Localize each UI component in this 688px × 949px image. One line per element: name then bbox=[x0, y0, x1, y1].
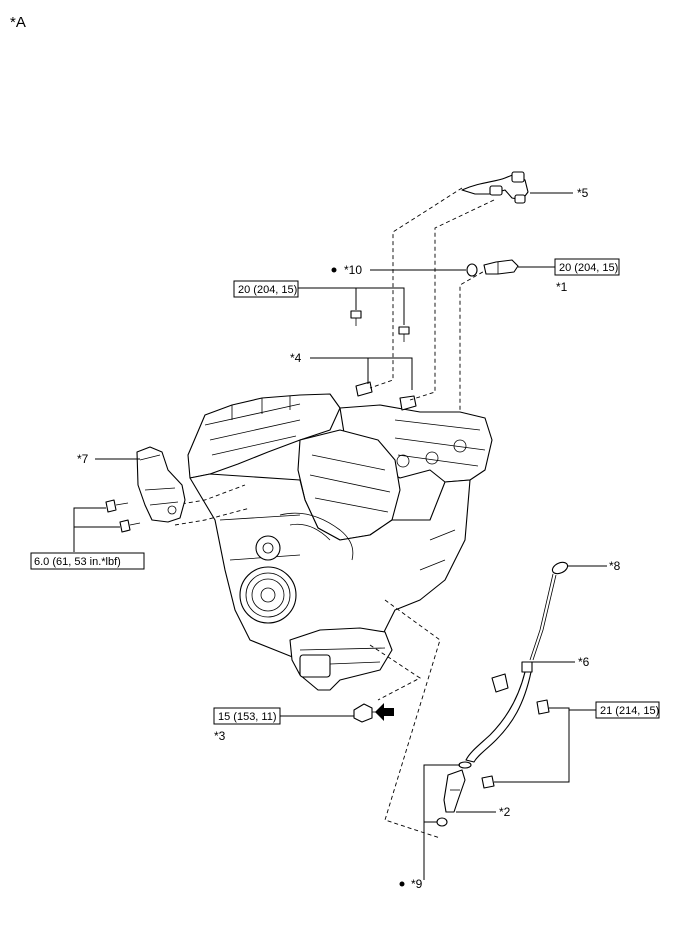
arrow-left-icon bbox=[375, 703, 394, 721]
torque-box-guide bbox=[595, 701, 660, 719]
guide-tube-part bbox=[465, 661, 533, 763]
dipstick-part bbox=[529, 561, 569, 661]
leader-t-guide bbox=[494, 707, 570, 783]
leader-t-knock bbox=[298, 287, 405, 325]
leader-c4 bbox=[310, 357, 413, 390]
callout-c4: *4 bbox=[290, 351, 302, 365]
assembly-lines bbox=[174, 187, 496, 839]
view-label: *A bbox=[10, 14, 26, 31]
callout-c1: *1 bbox=[556, 280, 568, 294]
knock-bolt-left bbox=[350, 310, 362, 326]
oil-pressure-switch-part bbox=[353, 703, 378, 723]
torque-box-bracket bbox=[30, 552, 145, 570]
callout-c9: *9 bbox=[411, 877, 423, 891]
callout-c6: *6 bbox=[578, 655, 590, 669]
dot-marker-icon bbox=[331, 267, 337, 273]
engine-assembly bbox=[187, 381, 493, 691]
torque-box-oil-switch bbox=[213, 707, 281, 725]
callout-c2: *2 bbox=[499, 805, 511, 819]
guide-bolt-lower bbox=[481, 775, 495, 789]
o-ring-upper bbox=[458, 761, 472, 769]
torque-box-sensor bbox=[554, 258, 620, 276]
torque-guide: 21 (214, 15) bbox=[600, 705, 659, 717]
bracket-part bbox=[136, 446, 186, 523]
callout-c10: *10 bbox=[344, 263, 362, 277]
torque-knock: 20 (204, 15) bbox=[238, 284, 297, 296]
union-part bbox=[443, 769, 466, 813]
callout-c3: *3 bbox=[214, 729, 226, 743]
leader-t-bracket bbox=[73, 507, 120, 552]
bracket-bolt-lower bbox=[119, 519, 141, 533]
torque-sensor: 20 (204, 15) bbox=[559, 262, 618, 274]
engine-wire-harness bbox=[461, 171, 529, 204]
o-ring-lower bbox=[436, 817, 448, 827]
bracket-bolt-upper bbox=[105, 499, 129, 513]
sensor-part bbox=[466, 259, 519, 277]
knock-bolt-right bbox=[398, 326, 410, 342]
guide-bolt-upper bbox=[536, 699, 550, 715]
callout-c7: *7 bbox=[77, 452, 89, 466]
torque-box-knock bbox=[233, 280, 299, 298]
dot-marker-icon bbox=[399, 881, 405, 887]
callout-c8: *8 bbox=[609, 559, 621, 573]
leader-c9 bbox=[423, 764, 460, 880]
torque-oil-switch: 15 (153, 11) bbox=[218, 711, 277, 723]
torque-bracket: 6.0 (61, 53 in.*lbf) bbox=[34, 556, 121, 568]
callout-c5: *5 bbox=[577, 186, 589, 200]
